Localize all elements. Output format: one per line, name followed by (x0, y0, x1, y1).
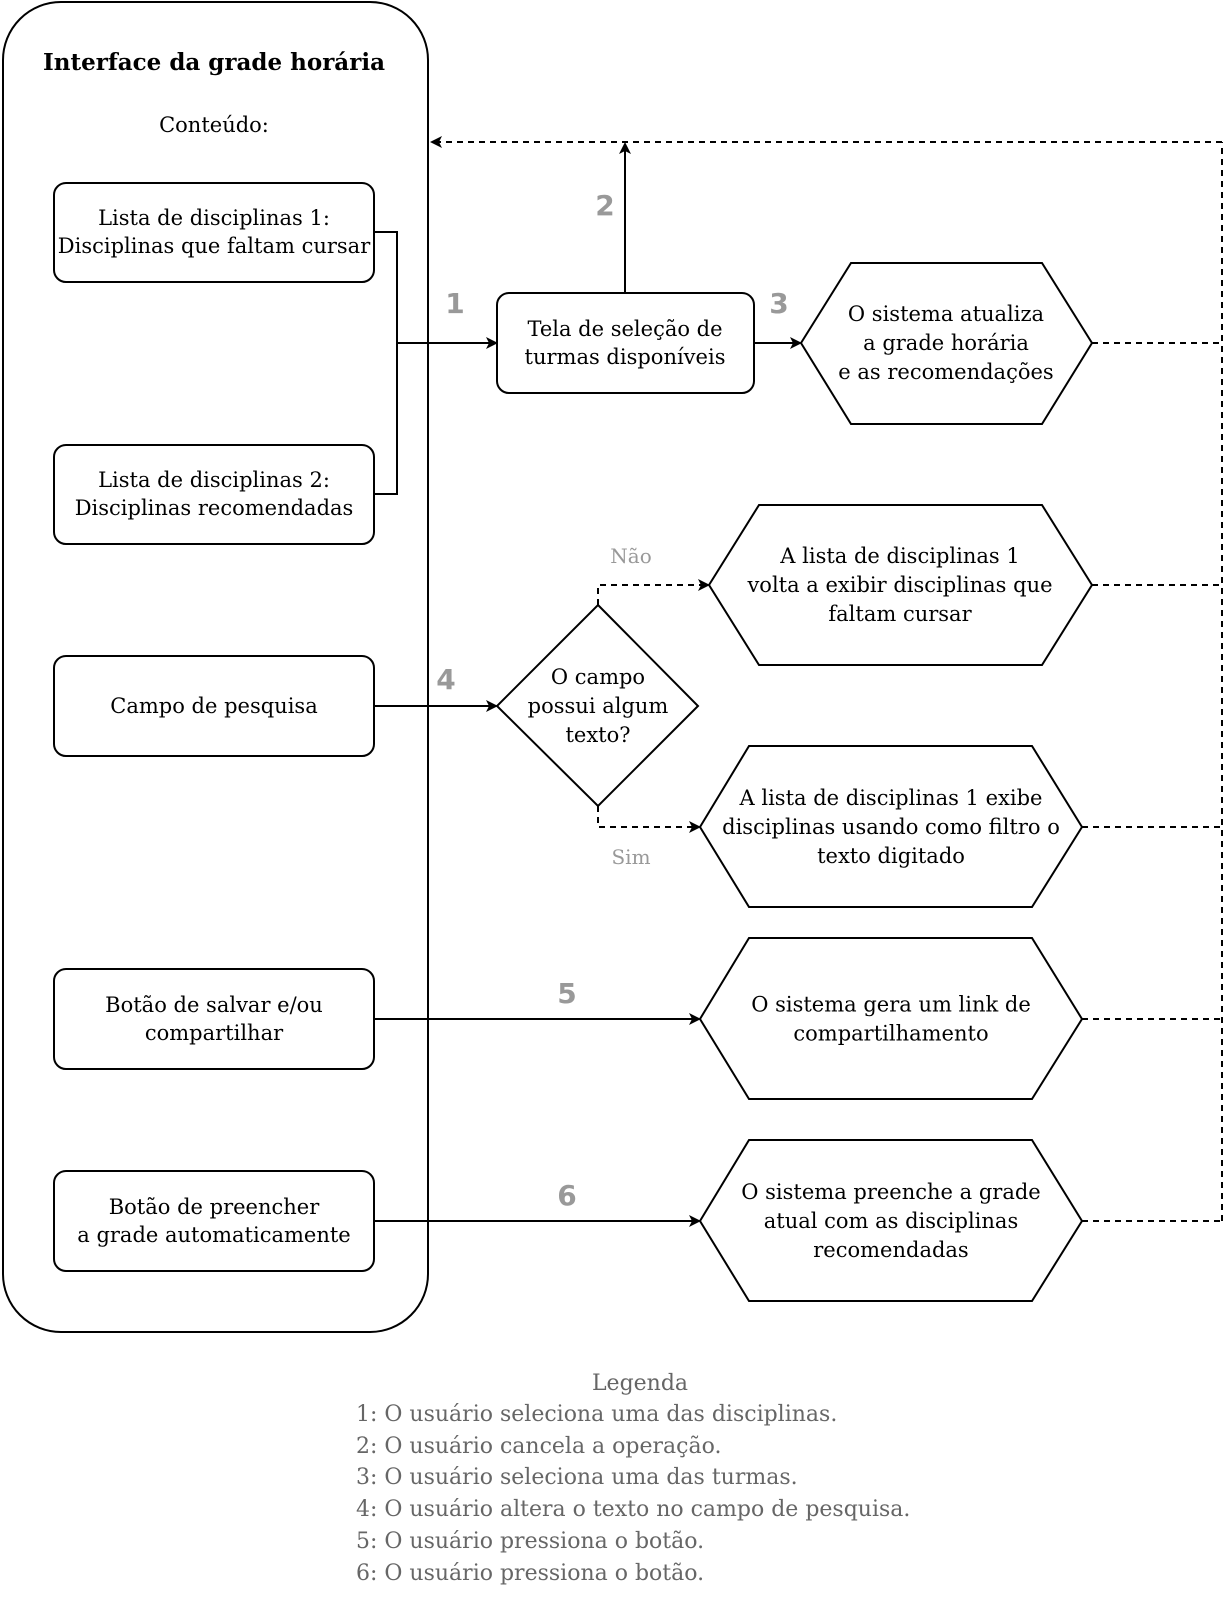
legend-title: Legenda (592, 1371, 688, 1396)
label-line: O sistema gera um link de (751, 993, 1031, 1017)
label-line: e as recomendações (838, 360, 1053, 384)
search-field-label: Campo de pesquisa (110, 694, 317, 718)
label-line: compartilhar (145, 1021, 284, 1045)
autofill-button-node: Botão de preencher a grade automaticament… (53, 1170, 375, 1272)
label-line: A lista de disciplinas 1 (779, 544, 1019, 568)
label-line: Tela de seleção de (527, 317, 722, 341)
label-line: recomendadas (813, 1238, 968, 1262)
label-line: faltam cursar (828, 602, 972, 626)
decision-node: O campo possui algum texto? (495, 603, 700, 808)
edge-no (597, 579, 710, 605)
edge-list1-bracket (374, 231, 398, 495)
label-line: possui algum (528, 694, 669, 718)
list2-label: Lista de disciplinas 2: Disciplinas recom… (75, 468, 354, 520)
list1-label: Lista de disciplinas 1: Disciplinas que f… (58, 206, 371, 258)
edge-yes (597, 806, 701, 833)
autofill-result-label: O sistema preenche a grade atual com as d… (741, 1180, 1040, 1262)
label-line: volta a exibir disciplinas que (746, 573, 1052, 597)
label-line: O campo (551, 665, 645, 689)
label-line: O sistema atualiza (848, 302, 1044, 326)
autofill-result-node: O sistema preenche a grade atual com as d… (698, 1139, 1084, 1302)
yes-result-node: A lista de disciplinas 1 exibe disciplina… (698, 745, 1084, 908)
selection-screen-label: Tela de seleção de turmas disponíveis (525, 317, 726, 369)
legend-line-3: 3: O usuário seleciona uma das turmas. (356, 1465, 798, 1490)
update-node: O sistema atualiza a grade horária e as re… (799, 262, 1094, 425)
container-subtitle: Conteúdo: (159, 113, 269, 137)
legend-line-2: 2: O usuário cancela a operação. (356, 1434, 721, 1459)
label-line: Botão de salvar e/ou (105, 993, 323, 1017)
label-line: disciplinas usando como filtro o (722, 815, 1060, 839)
label-line: texto digitado (817, 844, 965, 868)
update-label: O sistema atualiza a grade horária e as re… (838, 302, 1053, 384)
save-button-node: Botão de salvar e/ou compartilhar (53, 968, 375, 1070)
list1-node: Lista de disciplinas 1: Disciplinas que f… (53, 182, 375, 283)
label-line: Disciplinas recomendadas (75, 496, 354, 520)
autofill-button-label: Botão de preencher a grade automaticament… (77, 1195, 350, 1247)
edge-label-1: 1 (445, 287, 464, 320)
edge-label-4: 4 (436, 663, 455, 696)
legend-line-4: 4: O usuário altera o texto no campo de … (356, 1497, 910, 1522)
label-line: compartilhamento (793, 1022, 988, 1046)
label-line: Botão de preencher (109, 1195, 320, 1219)
decision-label: O campo possui algum texto? (528, 665, 669, 747)
label-line: Campo de pesquisa (110, 694, 317, 718)
save-button-label: Botão de salvar e/ou compartilhar (105, 993, 323, 1045)
label-line: O sistema preenche a grade (741, 1180, 1040, 1204)
selection-screen-node: Tela de seleção de turmas disponíveis (496, 292, 755, 394)
share-link-label: O sistema gera um link de compartilhament… (751, 993, 1031, 1046)
label-line: a grade horária (863, 331, 1029, 355)
label-line: A lista de disciplinas 1 exibe (739, 786, 1043, 810)
branch-label-yes: Sim (611, 845, 650, 869)
label-line: Lista de disciplinas 2: (98, 468, 330, 492)
list2-node: Lista de disciplinas 2: Disciplinas recom… (53, 444, 375, 545)
label-line: texto? (565, 723, 630, 747)
edge-label-2: 2 (595, 189, 614, 222)
legend-line-1: 1: O usuário seleciona uma das disciplin… (356, 1402, 837, 1427)
edge-label-3: 3 (769, 287, 788, 320)
edge-label-6: 6 (557, 1179, 576, 1212)
legend-line-6: 6: O usuário pressiona o botão. (356, 1561, 704, 1586)
label-line: Lista de disciplinas 1: (98, 206, 330, 230)
share-link-node: O sistema gera um link de compartilhament… (698, 937, 1084, 1100)
no-result-label: A lista de disciplinas 1 volta a exibir d… (746, 544, 1052, 626)
no-result-node: A lista de disciplinas 1 volta a exibir d… (707, 504, 1094, 666)
edge-label-5: 5 (557, 977, 576, 1010)
label-line: Disciplinas que faltam cursar (58, 234, 371, 258)
label-line: turmas disponíveis (525, 345, 726, 369)
container-title: Interface da grade horária (43, 49, 385, 76)
branch-label-no: Não (610, 544, 651, 568)
label-line: a grade automaticamente (77, 1223, 350, 1247)
yes-result-label: A lista de disciplinas 1 exibe disciplina… (722, 786, 1060, 868)
search-field-node: Campo de pesquisa (53, 655, 375, 757)
label-line: atual com as disciplinas (764, 1209, 1018, 1233)
legend-line-5: 5: O usuário pressiona o botão. (356, 1529, 704, 1554)
